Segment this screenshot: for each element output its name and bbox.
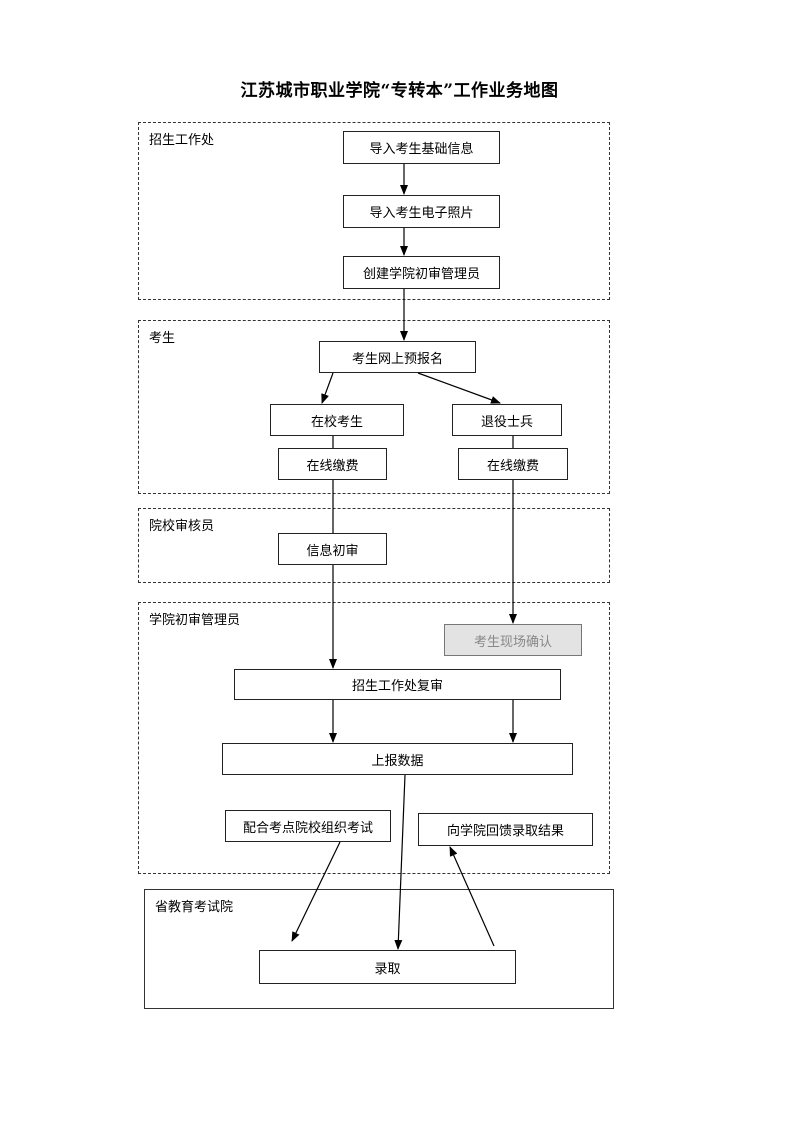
node-admission: 录取 [259,950,516,984]
lane-candidates: 考生 [138,320,610,494]
lane-label: 考生 [149,331,176,346]
lane-college-reviewer: 院校审核员 [138,508,610,583]
node-online-payment-left: 在线缴费 [278,448,387,480]
node-report-data: 上报数据 [222,743,573,775]
node-online-payment-right: 在线缴费 [458,448,568,480]
node-import-photos: 导入考生电子照片 [343,195,500,228]
node-feedback-results: 向学院回馈录取结果 [418,813,593,846]
node-initial-review: 信息初审 [278,533,387,565]
lane-college-admin: 学院初审管理员 [138,602,610,874]
node-onsite-confirmation: 考生现场确认 [444,624,582,656]
page-title: 江苏城市职业学院“专转本”工作业务地图 [240,81,559,101]
node-import-basic-info: 导入考生基础信息 [343,131,500,164]
lane-label: 院校审核员 [149,519,215,534]
node-enrolled-students: 在校考生 [270,404,404,436]
lane-label: 学院初审管理员 [149,613,241,628]
node-online-preregistration: 考生网上预报名 [319,341,476,373]
node-veterans: 退役士兵 [452,404,562,436]
lane-provincial-exam-authority: 省教育考试院 [144,889,614,1009]
node-create-admin: 创建学院初审管理员 [343,256,500,289]
node-assist-exam: 配合考点院校组织考试 [225,810,391,842]
lane-label: 省教育考试院 [155,900,234,915]
node-admissions-recheck: 招生工作处复审 [234,669,561,700]
lane-label: 招生工作处 [149,133,215,148]
lane-admissions-office: 招生工作处 [138,122,610,300]
